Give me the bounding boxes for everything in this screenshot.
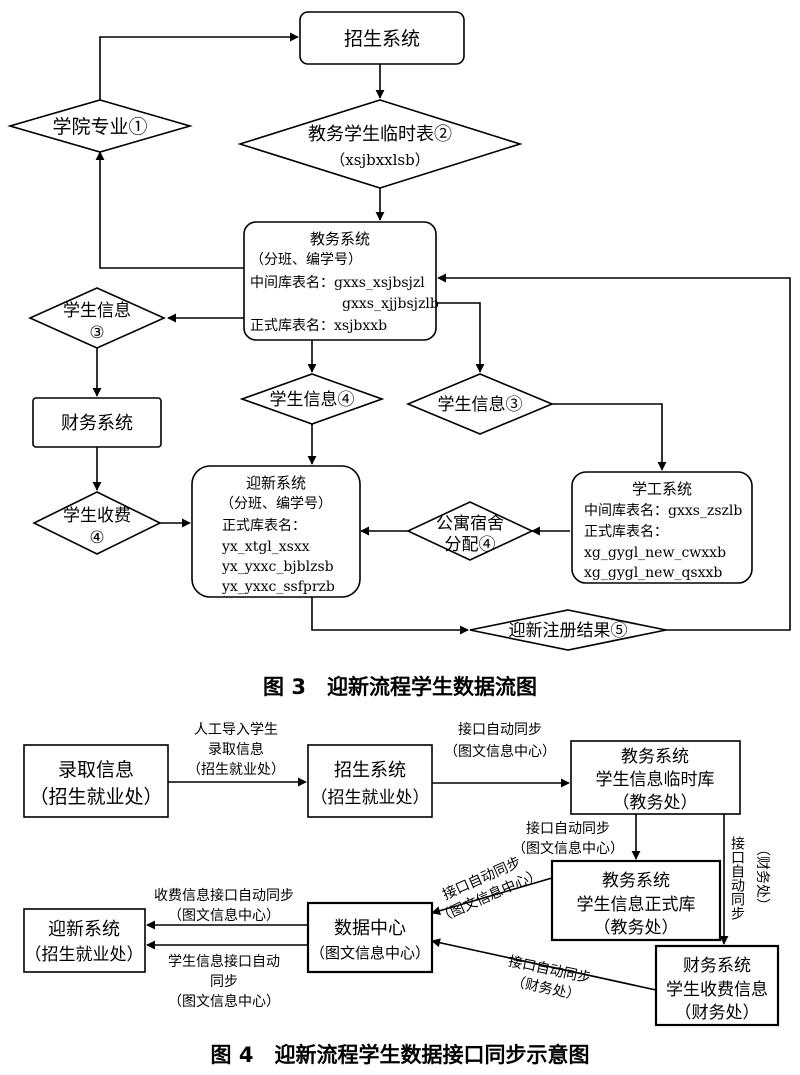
fig4-jiaowu-temp-label-3: （教务处） [613,793,698,813]
fig4-caiwu-box [654,944,780,1027]
fig3-xuegong-line-2: 中间库表名：gxxs_zszlb [584,503,742,519]
arrow-jiaowu-to-xueyuan [95,151,244,269]
arrow-zhuce-to-jiaowu [437,273,791,631]
fig3-jiaowu-title: 教务系统 [310,230,370,248]
fig4-luqu-label-2: （招生就业处） [29,786,162,808]
fig4-caiwu-vert-label: （财务处） [754,842,770,912]
fig4-caption: 图 4 迎新流程学生数据接口同步示意图 [211,1043,590,1067]
fig3-info4-label: 学生信息④ [270,390,355,410]
fig4-jiaowu-formal-label-3: （教务处） [594,918,679,938]
fig4-student-label-2: 同步 [210,974,238,990]
fig3-yingxin-title: 迎新系统 [246,474,306,492]
fig4-caiwu-label-2: 学生收费信息 [666,980,768,1000]
fig3-xuegong-line-3: 正式库表名： [584,524,668,540]
fig4-caiwu-label-3: （财务处） [675,1003,760,1023]
fig3-jiaowu-line-3: 中间库表名：gxxs_xsjbsjzl [250,275,425,291]
fig3-temp-table-label-2: （xsjbxxlsb） [330,151,429,169]
fig3-gongyu-label-2: 分配④ [445,535,496,555]
fig3-yingxin-line-2: （分班、编学号） [220,496,332,512]
fig4-jiaowu-formal-label-1: 教务系统 [602,871,670,891]
fig3-info3-right-label: 学生信息③ [438,395,523,415]
fig3-jiaowu-line-5: 正式库表名：xsjbxxb [250,318,387,334]
fig3-shoufei-label-1: 学生收费 [63,506,131,526]
fig4-jiaowu-temp-label-2: 学生信息临时库 [596,770,715,790]
fig3-connectors [92,32,791,635]
fig4-manual-label-2: 录取信息 [208,741,264,758]
fig3-jiaowu-box [243,221,437,341]
fig4-sync-diag-label: 接口自动同步 （图文信息中心） [435,854,544,927]
fig4-sync-top-label-2: （图文信息中心） [444,743,556,760]
fig4-student-label-1: 学生信息接口自动 [168,953,280,970]
fig4-student-label-3: （图文信息中心） [168,993,280,1010]
fig4-sync-bottom-label: 接口自动同步 （财务处） [507,953,593,1004]
fig4-yingxin-label-1: 迎新系统 [48,919,120,940]
fig3-zhuce-diamond [469,609,667,651]
fig3-info3-right-diamond [405,373,555,435]
arrow-xueyuan-to-zhaosheng [99,32,299,100]
fig4-sync-mid-label-2: （图文信息中心） [512,840,624,857]
fig4-jiaowu-temp-box [570,740,741,815]
fig4-fee-label-2: （图文信息中心） [168,907,280,924]
fig4-manual-label-3: （招生就业处） [187,762,285,778]
fig3-info3-left-label-1: 学生信息 [63,301,131,321]
fig4-datacenter-label-1: 数据中心 [334,918,406,939]
fig4-zhaosheng-label-1: 招生系统 [334,760,406,781]
fig3-xuegong-box [571,471,753,584]
fig4-datacenter-box [306,901,434,974]
fig3-gongyu-label-1: 公寓宿舍 [436,514,504,534]
fig3-yingxin-line-3: 正式库表名： [222,518,306,534]
fig3-xuegong-title: 学工系统 [632,480,692,498]
arrow-formal-to-datacenter [431,877,553,916]
fig3-gongyu-diamond [406,501,534,561]
fig4-jiaowu-formal-label-2: 学生信息正式库 [577,895,696,915]
fig4-yingxin-box [23,908,146,973]
fig4-yingxin-label-2: （招生就业处） [25,945,144,965]
fig3-xuegong-line-5: xg_gygl_new_qsxxb [584,565,722,581]
fig4-zhaosheng-label-2: （招生就业处） [311,788,430,808]
arrow-jiaowu-to-info3-right [436,302,485,373]
fig3-shoufei-diamond [32,491,162,555]
fig3-info3-left-diamond [28,287,166,349]
fig4-jiaowu-temp-label-1: 教务系统 [621,747,689,767]
fig3-zhaosheng-label: 招生系统 [344,28,420,50]
fig4-zhaosheng-box [307,744,433,818]
fig3-yingxin-box [191,465,361,598]
fig3-zhaosheng-box [299,11,465,65]
fig4-luqu-box [23,744,169,818]
figure-4: 录取信息 （招生就业处） 招生系统 （招生就业处） 教务系统 学生信息临时库 （… [23,721,780,1067]
fig3-yingxin-line-5: yx_yxxc_bjblzsb [221,559,334,575]
fig3-yingxin-line-6: yx_yxxc_ssfprzb [221,579,335,595]
fig3-xueyuan-label: 学院专业① [52,116,147,138]
fig3-yingxin-line-4: yx_xtgl_xsxx [221,539,310,555]
fig3-temp-table-diamond [237,99,523,189]
fig3-caiwu-label: 财务系统 [61,413,133,434]
fig3-temp-table-label-1: 教务学生临时表② [308,124,452,145]
fig3-jiaowu-line-4: gxxs_xjjbsjzlb [342,296,439,312]
fig3-xueyuan-diamond [7,99,193,153]
fig3-caption: 图 3 迎新流程学生数据流图 [263,675,537,699]
fig4-caiwu-vert-label-wrap: （财务处） [754,842,770,912]
fig3-caiwu-box [32,397,162,448]
fig3-jiaowu-line-2: （分班、编学号） [250,252,362,268]
fig4-connectors [146,777,729,991]
fig4-manual-label-1: 人工导入学生 [194,722,278,738]
arrow-info3-to-xuegong [552,403,667,471]
figure-3: 招生系统 学院专业① 教务学生临时表② （xsjbxxlsb） 教务系统 （分班… [7,11,791,699]
arrow-yingxin-to-zhuce [311,597,469,635]
fig4-caiwu-label-1: 财务系统 [683,956,751,976]
fig4-sync-vert-label: 接口自动同步 [729,835,745,920]
fig4-sync-top-label-1: 接口自动同步 [458,721,542,738]
fig4-datacenter-label-2: （图文信息中心） [310,944,430,962]
fig4-luqu-label-1: 录取信息 [58,759,134,781]
fig3-zhuce-label: 迎新注册结果⑤ [509,621,628,641]
fig4-jiaowu-formal-box [550,859,722,942]
arrow-caiwu-to-datacenter [431,938,657,991]
fig3-xuegong-line-4: xg_gygl_new_cwxxb [584,545,726,561]
fig3-info4-diamond [239,373,385,425]
fig3-info3-left-label-2: ③ [89,323,104,343]
fig4-fee-label-1: 收费信息接口自动同步 [154,887,294,904]
fig3-shoufei-label-2: ④ [89,528,104,548]
fig4-sync-mid-label-1: 接口自动同步 [526,820,610,837]
